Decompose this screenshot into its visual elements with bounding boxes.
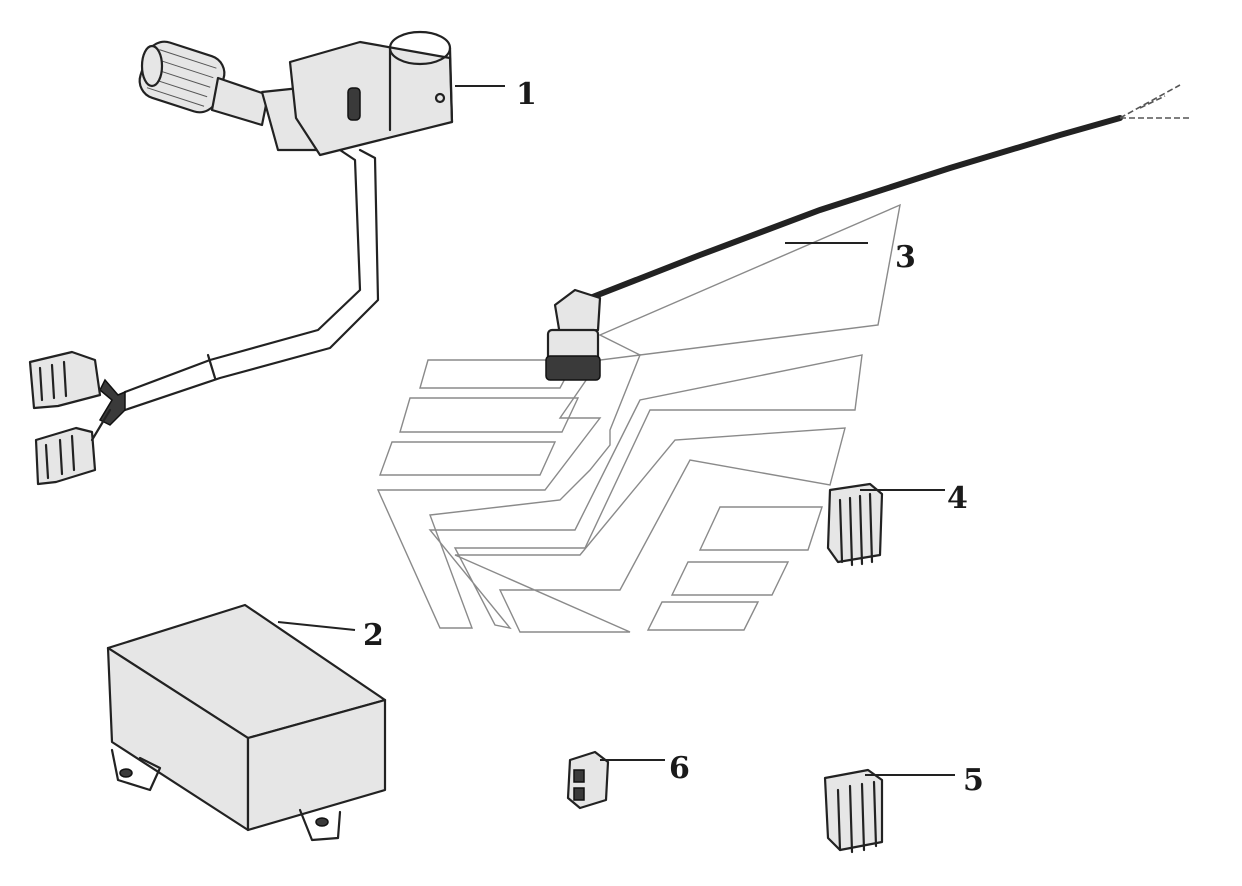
connector-large-2 bbox=[823, 768, 884, 854]
callout-1: 1 bbox=[516, 77, 537, 112]
callout-3: 3 bbox=[895, 240, 916, 275]
connector-large bbox=[826, 482, 884, 567]
watermark-logo bbox=[376, 203, 901, 633]
connector-small bbox=[566, 750, 610, 810]
callout-6: 6 bbox=[669, 751, 690, 786]
switch-assembly bbox=[28, 30, 454, 486]
control-box bbox=[106, 603, 387, 842]
leader-line-2 bbox=[277, 621, 356, 631]
callout-4: 4 bbox=[947, 481, 968, 516]
sensor-cable bbox=[545, 84, 1190, 381]
callout-2: 2 bbox=[363, 618, 384, 653]
callout-5: 5 bbox=[963, 763, 984, 798]
